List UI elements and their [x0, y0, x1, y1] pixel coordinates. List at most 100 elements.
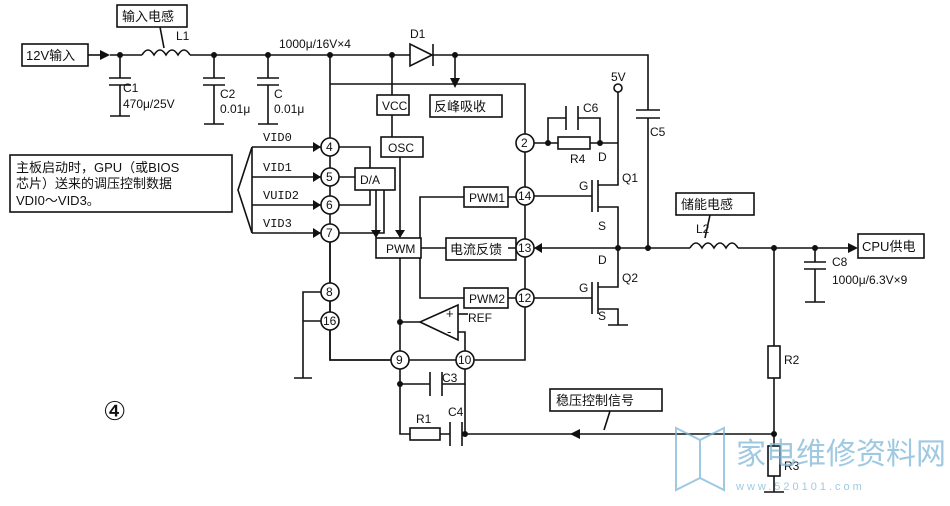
regulation-signal-box	[549, 388, 663, 412]
capacitor-c2-value: 0.01μ	[220, 102, 250, 116]
inductor-l1-label: L1	[176, 29, 190, 43]
vcc-block	[376, 94, 410, 116]
v5-label: 5V	[611, 70, 626, 84]
watermark: 家电维修资料网 www.520101.com	[675, 426, 946, 493]
q1-source-label: S	[598, 219, 606, 233]
feedback-arrow-icon	[570, 429, 580, 439]
output-arrow-icon	[848, 243, 858, 253]
diode-d1-label: D1	[410, 27, 426, 41]
resistor-r1-label: R1	[416, 412, 432, 426]
capacitor-c2-symbol	[203, 55, 225, 125]
watermark-url: www.520101.com	[735, 481, 865, 493]
capacitor-c-symbol	[257, 55, 279, 125]
pin-14: 14	[518, 189, 532, 203]
input-inductor-callout	[116, 4, 188, 28]
note-line-1: 主板启动时，GPU（或BIOS	[16, 160, 180, 175]
mosfet-stage: C6 R4 5V D G S Q1 C5 D G S Q2	[534, 70, 690, 326]
v5-terminal	[613, 83, 623, 93]
mosfet-q2-symbol	[534, 248, 628, 326]
error-amplifier-symbol	[418, 303, 459, 342]
peak-absorb-label: 反峰吸收	[434, 99, 486, 114]
pin-9: 9	[396, 353, 403, 367]
vid1-label: VID1	[263, 161, 292, 175]
amp-plus-label: +	[446, 306, 454, 321]
capacitor-bank-value: 1000μ/16V×4	[279, 37, 351, 51]
capacitor-c1-value: 470μ/25V	[123, 97, 175, 111]
q2-label: Q2	[622, 271, 638, 285]
dac-label: D/A	[360, 173, 380, 187]
q1-label: Q1	[622, 171, 638, 185]
capacitor-c3-symbol	[429, 372, 443, 396]
resistor-r4-label: R4	[570, 152, 586, 166]
inductor-l1-symbol	[141, 49, 191, 57]
peak-absorb-box	[429, 94, 503, 118]
pin-2: 2	[521, 136, 528, 150]
osc-block	[380, 136, 424, 158]
feedback-network: C3 R1 C4 稳压控制信号	[397, 369, 774, 446]
capacitor-c2-label: C2	[220, 87, 236, 101]
vid0-label: VID0	[263, 131, 292, 145]
pin-12: 12	[518, 291, 532, 305]
vid3-label: VID3	[263, 217, 292, 231]
capacitor-c6-symbol	[565, 106, 579, 130]
capacitor-c4-label: C4	[448, 405, 464, 419]
resistor-r2-label: R2	[784, 353, 800, 367]
pin-13: 13	[518, 241, 532, 255]
capacitor-c5-symbol	[636, 109, 660, 248]
storage-inductor-label: 储能电感	[681, 197, 733, 212]
mosfet-q1-symbol	[534, 165, 619, 248]
pwm-label: PWM	[386, 242, 415, 256]
capacitor-c1-symbol	[109, 55, 131, 117]
resistor-r3-label: R3	[784, 459, 800, 473]
output-section: 储能电感 L2 CPU供电 C8 1000μ/6.3V×9 R2 R3	[675, 192, 925, 493]
inductor-l2-label: L2	[696, 222, 710, 236]
capacitor-c3-label: C3	[442, 371, 458, 385]
pwm1-label: PWM1	[469, 191, 505, 205]
capacitor-c8-value: 1000μ/6.3V×9	[832, 273, 908, 287]
input-arrow-icon	[100, 50, 110, 60]
input-12v-label: 12V输入	[26, 48, 75, 63]
input-section: 12V输入 L1 输入电感 C1 470μ/25V C2 0.01μ C 0.0…	[21, 4, 649, 125]
capacitor-c8-symbol	[804, 248, 826, 303]
book-logo-icon	[675, 426, 725, 492]
vcc-label: VCC	[382, 99, 408, 113]
capacitor-c4-symbol	[449, 422, 463, 446]
pin-5: 5	[326, 170, 333, 184]
storage-inductor-callout	[675, 192, 755, 216]
diode-d1-symbol	[409, 42, 434, 68]
capacitor-c8-label: C8	[832, 255, 848, 269]
pin-4: 4	[326, 140, 333, 154]
pwm2-label: PWM2	[469, 292, 505, 306]
resistor-r2-symbol	[767, 345, 781, 379]
q1-gate-label: G	[579, 179, 588, 193]
q2-source-label: S	[598, 309, 606, 323]
cpu-power-box	[857, 233, 925, 259]
pin-16: 16	[323, 314, 337, 328]
q1-drain-label: D	[598, 150, 607, 164]
capacitor-c-value: 0.01μ	[274, 102, 304, 116]
figure-number: ④	[103, 396, 126, 426]
osc-label: OSC	[388, 141, 414, 155]
input-inductor-label: 输入电感	[122, 9, 174, 24]
vid-inputs: VID0 VID1 VUID2 VID3 主板启动时，GPU（或BIOS 芯片）…	[9, 131, 391, 379]
pin-8: 8	[326, 285, 333, 299]
resistor-r1-symbol	[409, 427, 441, 441]
regulation-signal-label: 稳压控制信号	[556, 393, 634, 408]
pin-10: 10	[458, 353, 472, 367]
note-box	[9, 154, 233, 213]
pin-6: 6	[326, 198, 333, 212]
capacitor-c-label: C	[274, 87, 283, 101]
q2-gate-label: G	[579, 281, 588, 295]
pin-7: 7	[326, 226, 333, 240]
capacitor-c5-label: C5	[650, 125, 666, 139]
note-line-2: 芯片）送来的调压控制数据	[16, 176, 172, 191]
watermark-title: 家电维修资料网	[736, 437, 946, 472]
note-line-3: VDI0～VID3。	[16, 193, 100, 208]
resistor-r4-symbol	[557, 136, 591, 150]
capacitor-c6-label: C6	[583, 101, 599, 115]
ref-label: REF	[468, 311, 492, 325]
current-feedback-label: 电流反馈	[450, 242, 502, 257]
amp-minus-label: -	[447, 324, 451, 339]
dac-block	[354, 167, 396, 191]
